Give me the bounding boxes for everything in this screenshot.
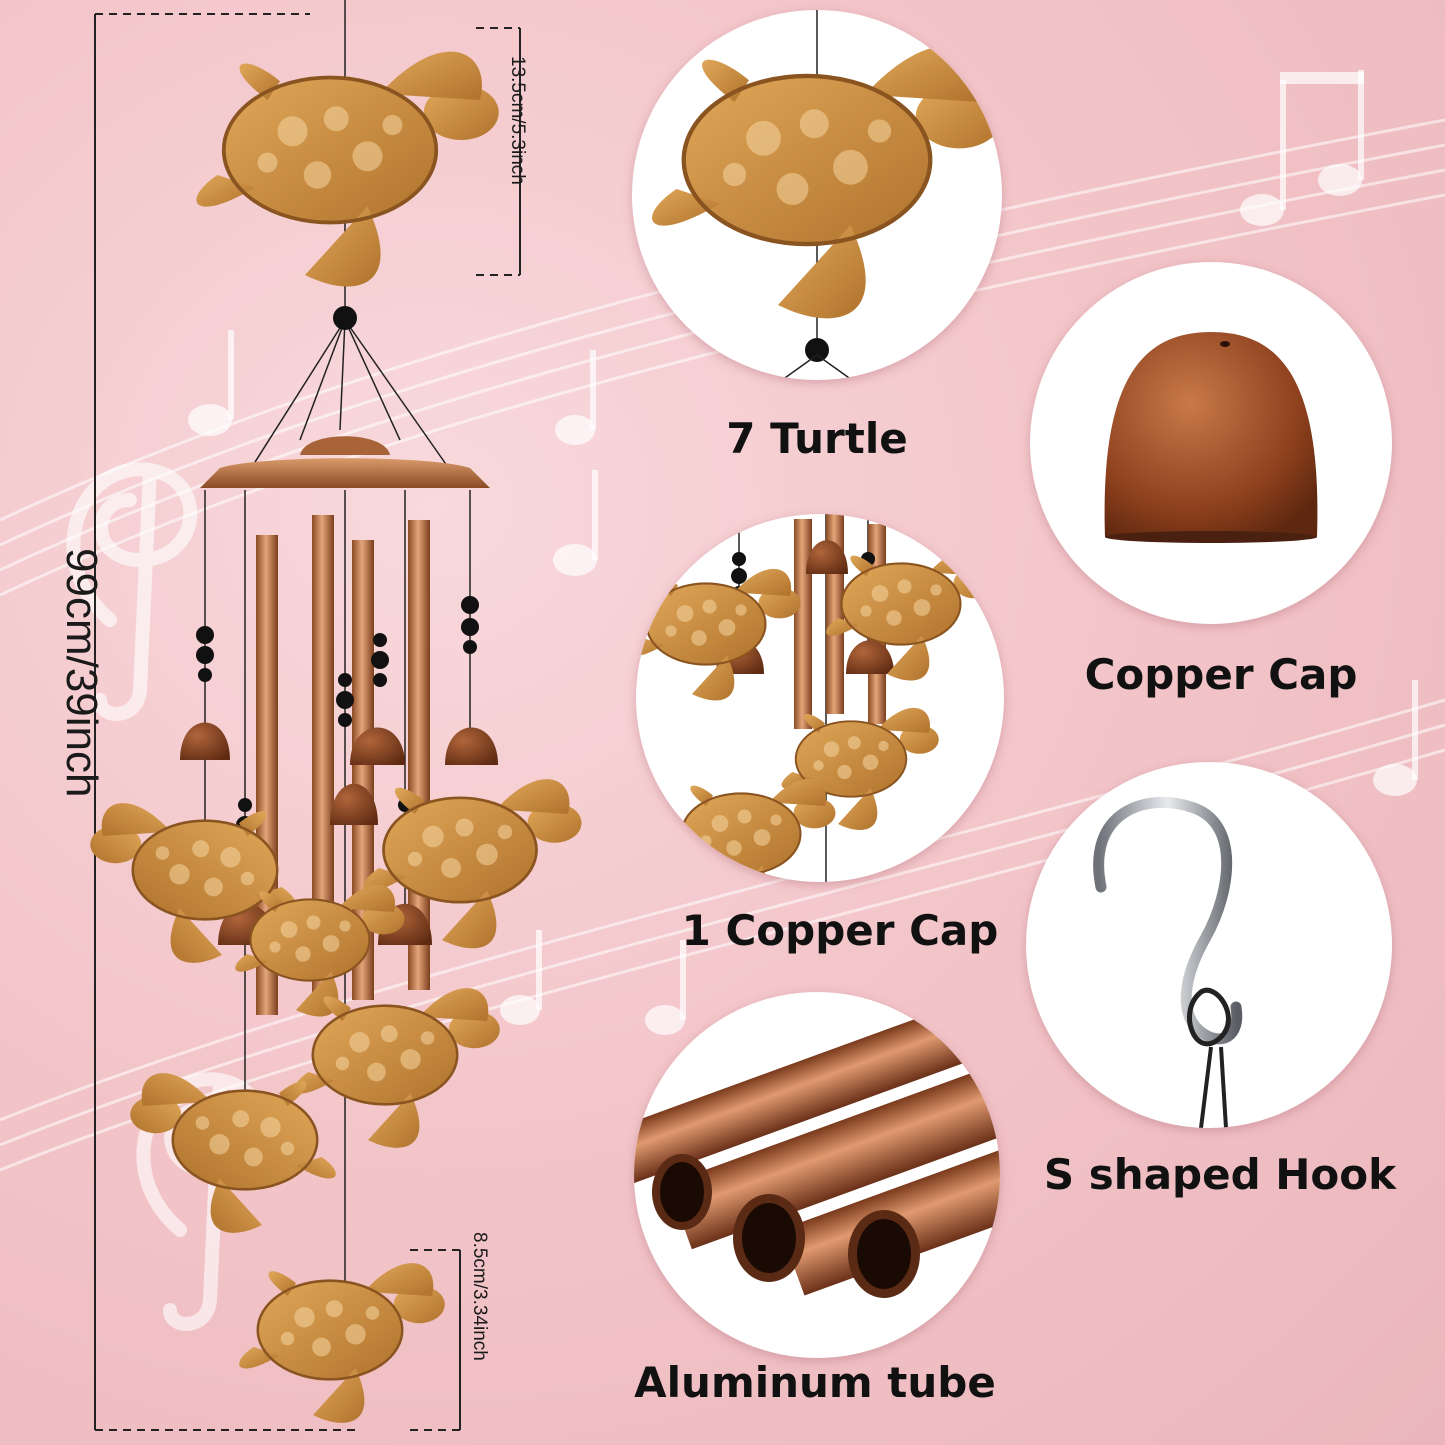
feature-label-aluminum-tube: Aluminum tube	[634, 1358, 996, 1407]
music-note-icon	[188, 404, 232, 436]
turtle-icon	[632, 10, 1002, 380]
music-note-icon	[1240, 194, 1284, 226]
music-note-icon	[555, 415, 595, 445]
feature-circle-aluminum-tube	[634, 992, 1000, 1358]
chime-top-cap	[200, 458, 490, 488]
aluminum-tube-icon	[634, 994, 1000, 1298]
feature-circle-turtle	[632, 10, 1002, 380]
feature-circle-copper-cap	[1030, 262, 1392, 624]
top-turtle-size-label: 13.5cm/5.3inch	[507, 56, 528, 185]
turtle-icon	[237, 1261, 447, 1425]
chime-detail-icon	[636, 514, 997, 882]
copper-cap-icon	[1104, 332, 1318, 543]
total-length-label: 99cm/39inch	[57, 548, 106, 798]
turtle-icon	[194, 49, 501, 289]
music-note-icon	[1373, 764, 1417, 796]
turtle-icon	[128, 1071, 338, 1235]
feature-circle-chime-detail	[636, 514, 1004, 882]
bottom-turtle-size-label: 8.5cm/3.34inch	[469, 1232, 490, 1361]
feature-label-chime-detail: 1 Copper Cap	[681, 906, 999, 955]
music-note-icon	[645, 1005, 685, 1035]
music-note-icon	[553, 544, 597, 576]
feature-label-s-hook: S shaped Hook	[1043, 1150, 1397, 1199]
feature-circle-s-hook	[1026, 762, 1392, 1128]
treble-clef-icon	[66, 462, 198, 721]
s-hook-icon	[1093, 796, 1243, 1128]
feature-label-turtle: 7 Turtle	[726, 414, 908, 463]
music-note-icon	[1318, 164, 1362, 196]
music-note-icon	[500, 995, 540, 1025]
feature-label-copper-cap: Copper Cap	[1084, 650, 1358, 699]
